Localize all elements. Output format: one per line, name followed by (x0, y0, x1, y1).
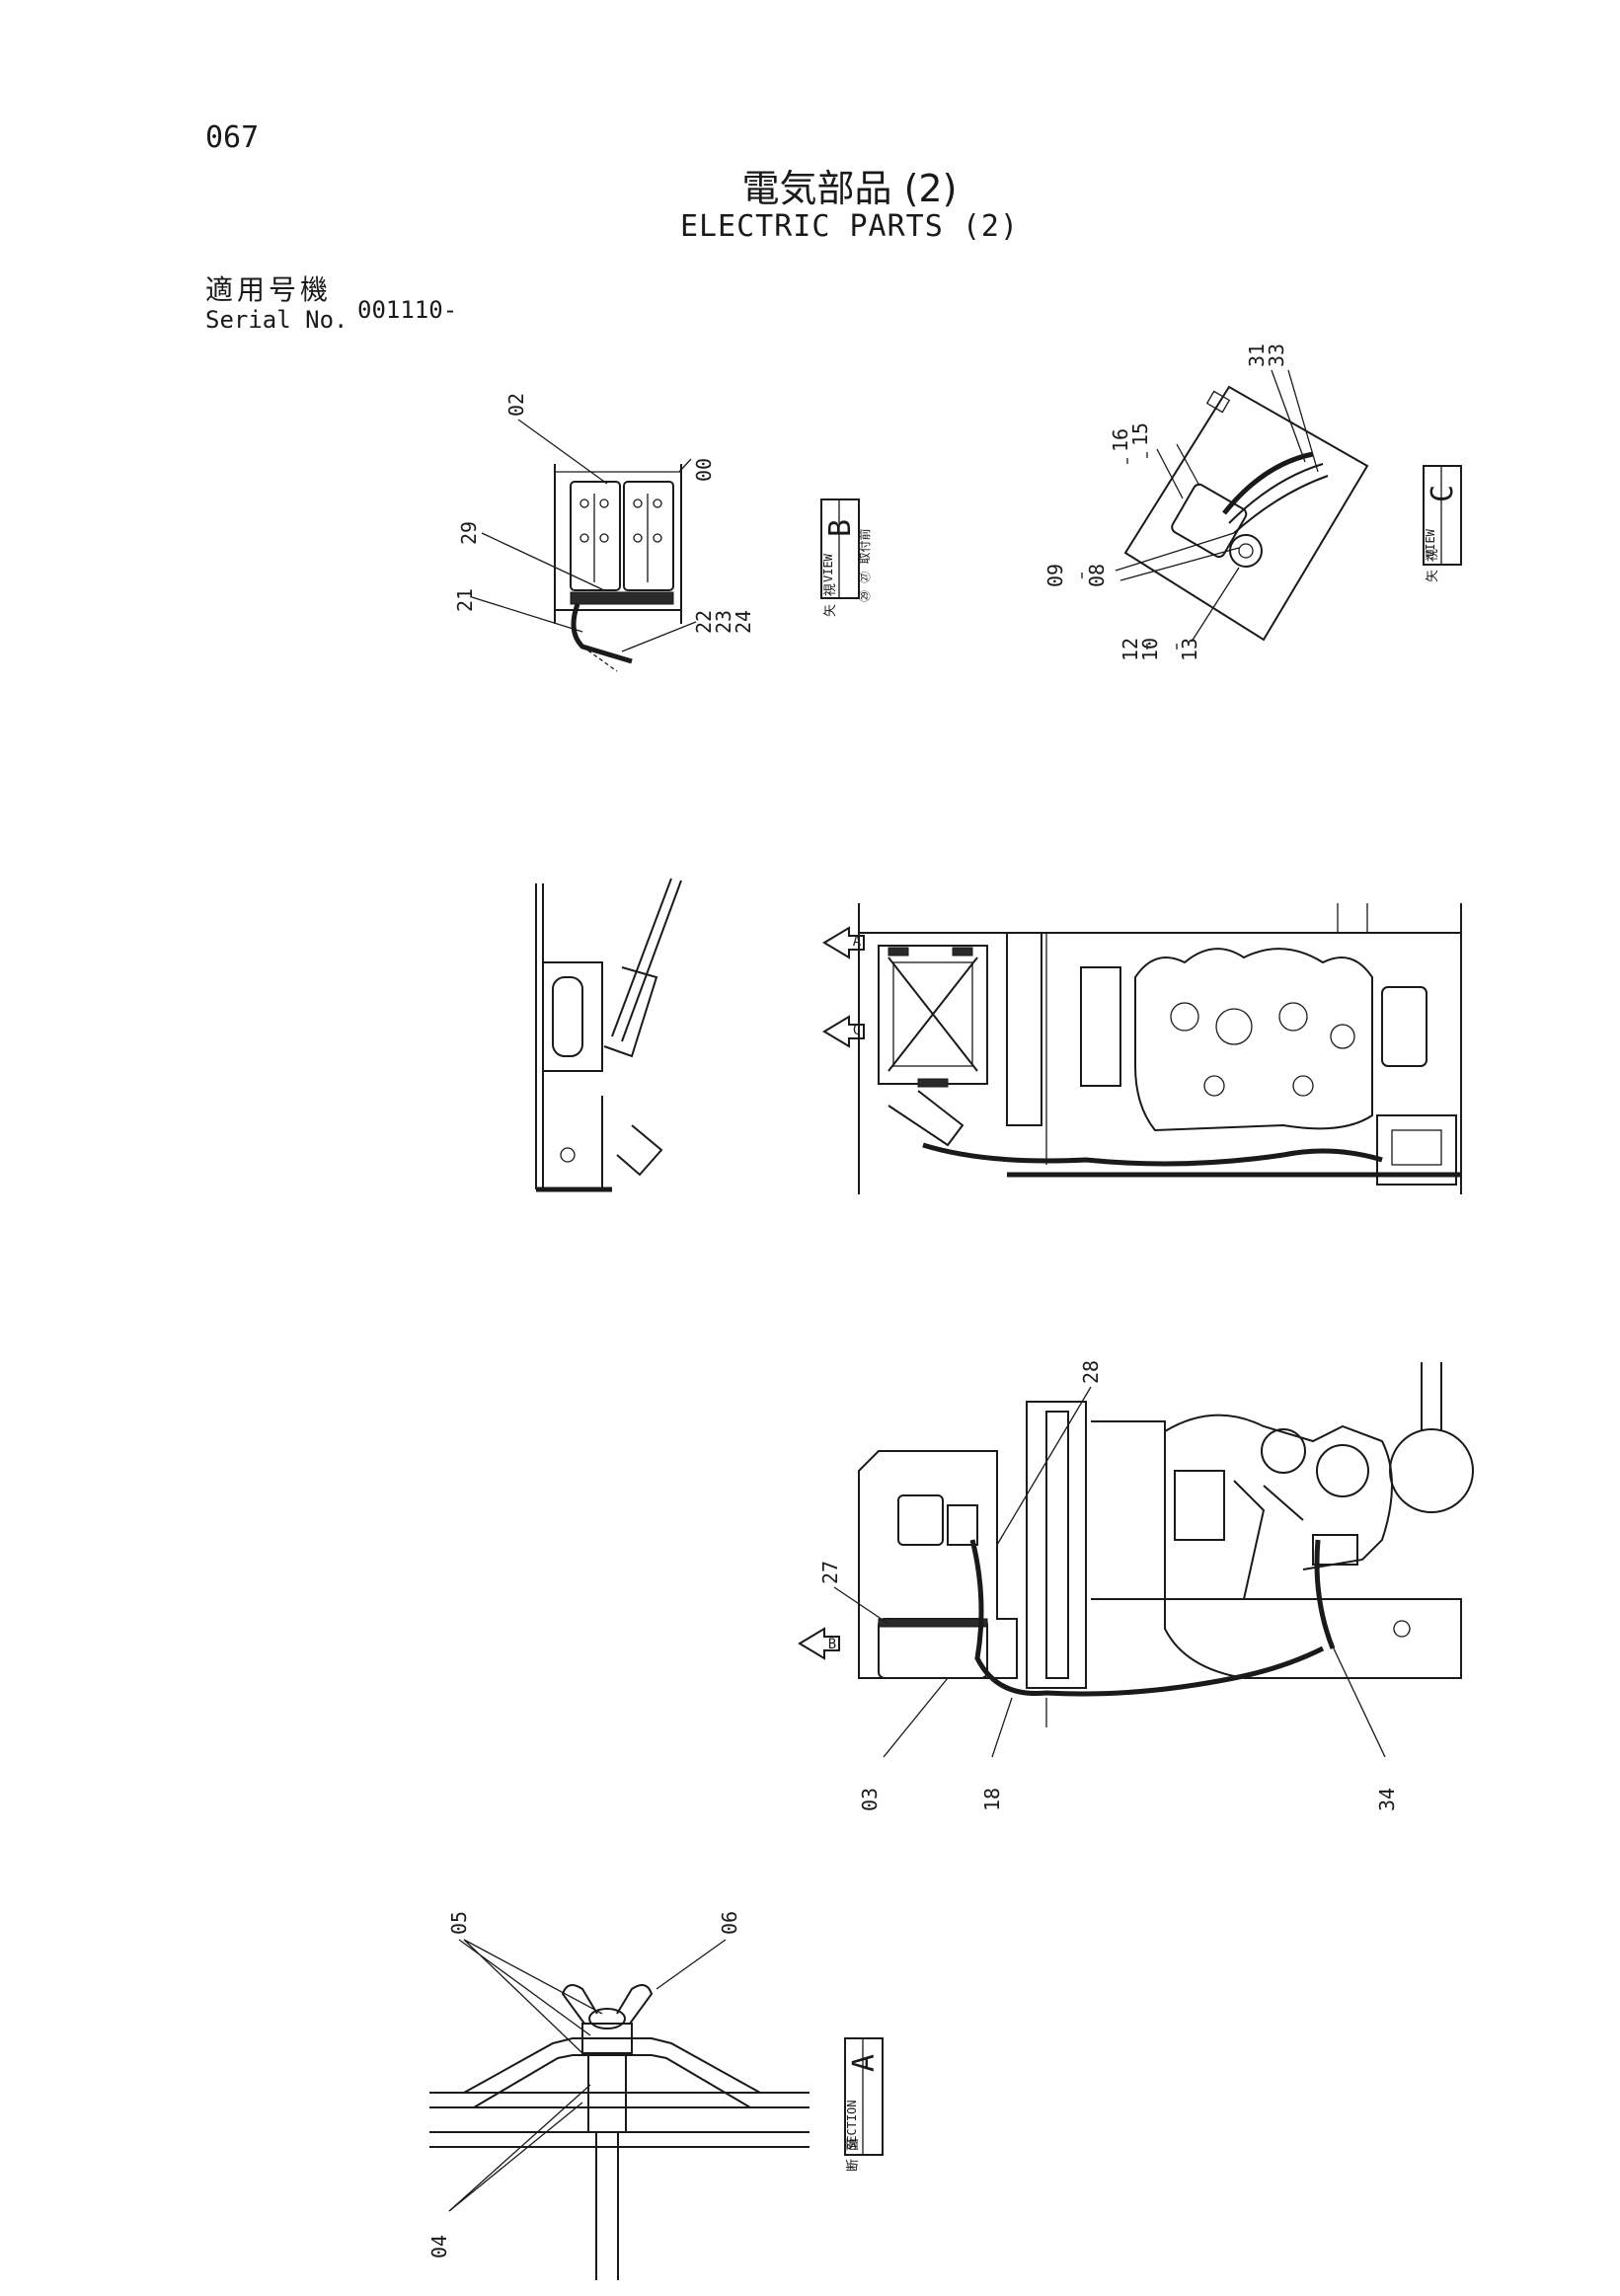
callout-04: 04 (427, 2235, 451, 2258)
section-a-label: A SECTION 断 面 (844, 2037, 884, 2172)
view-b-note: ㉙ ㉗ 取付前 (857, 529, 872, 602)
callout-27: 27 (818, 1561, 842, 1584)
page-title-jp: 電気部品 (2) (741, 167, 958, 210)
callout-21: 21 (453, 588, 477, 612)
callout-08: 08 (1085, 564, 1109, 587)
callout-16: 16 (1109, 428, 1132, 452)
page-title-en: ELECTRIC PARTS (2) (679, 209, 1020, 244)
callout-labels: 02 00 29 21 22 23 24 16 15 31 33 09 08 1… (427, 344, 1399, 2258)
callout-03: 03 (858, 1788, 882, 1811)
callout-33: 33 (1265, 344, 1288, 367)
page-number: 067 (205, 120, 260, 155)
callout-12: 12 (1119, 638, 1142, 661)
section-a-jp: 断 面 (846, 2138, 861, 2172)
view-c-jp: 矢 視 (1426, 549, 1440, 582)
front-engine-view (858, 903, 1462, 1194)
view-c-letter: C (1426, 485, 1460, 502)
view-c-detail (1115, 369, 1369, 643)
svg-text:C: C (853, 1023, 861, 1038)
marker-a-arrow: A (822, 926, 865, 959)
side-bracket-view (535, 878, 682, 1192)
section-a-letter: A (847, 2054, 882, 2072)
serial-label-en: Serial No. (205, 306, 348, 334)
serial-number-value: 001110- (357, 296, 458, 324)
marker-c-arrow: C (822, 1015, 865, 1048)
section-a-en: SECTION (845, 2100, 859, 2150)
callout-22: 22 (692, 610, 716, 634)
callout-09: 09 (1043, 564, 1067, 587)
callout-05: 05 (447, 1911, 471, 1935)
serial-label-jp: 適用号機 (205, 273, 333, 306)
callout-15: 15 (1128, 422, 1152, 446)
callout-dashes (1081, 452, 1178, 650)
svg-text:A: A (853, 934, 862, 950)
view-b-en: VIEW (821, 553, 835, 582)
marker-b-arrow: B (798, 1627, 840, 1660)
view-b-letter: B (823, 519, 858, 537)
callout-24: 24 (732, 610, 755, 634)
view-c-label: C VIEW 矢 視 (1423, 465, 1462, 582)
side-engine-view (858, 1362, 1474, 1727)
callout-29: 29 (457, 521, 481, 545)
callout-13: 13 (1178, 638, 1201, 661)
callout-10: 10 (1138, 638, 1162, 661)
section-a-detail (429, 1984, 810, 2280)
view-b-detail (471, 419, 697, 672)
callout-06: 06 (718, 1911, 741, 1935)
callout-34: 34 (1375, 1788, 1399, 1811)
svg-text:B: B (828, 1637, 836, 1652)
view-c-en: VIEW (1424, 528, 1437, 558)
callout-02: 02 (504, 393, 528, 417)
view-b-jp: 矢 視 (823, 583, 838, 617)
callout-18: 18 (980, 1788, 1004, 1811)
callout-23: 23 (712, 610, 735, 634)
view-b-label: B VIEW 矢 視 ㉙ ㉗ 取付前 (820, 498, 872, 617)
callout-00: 00 (692, 458, 716, 482)
callout-28: 28 (1079, 1360, 1103, 1384)
callout-31: 31 (1245, 344, 1269, 367)
